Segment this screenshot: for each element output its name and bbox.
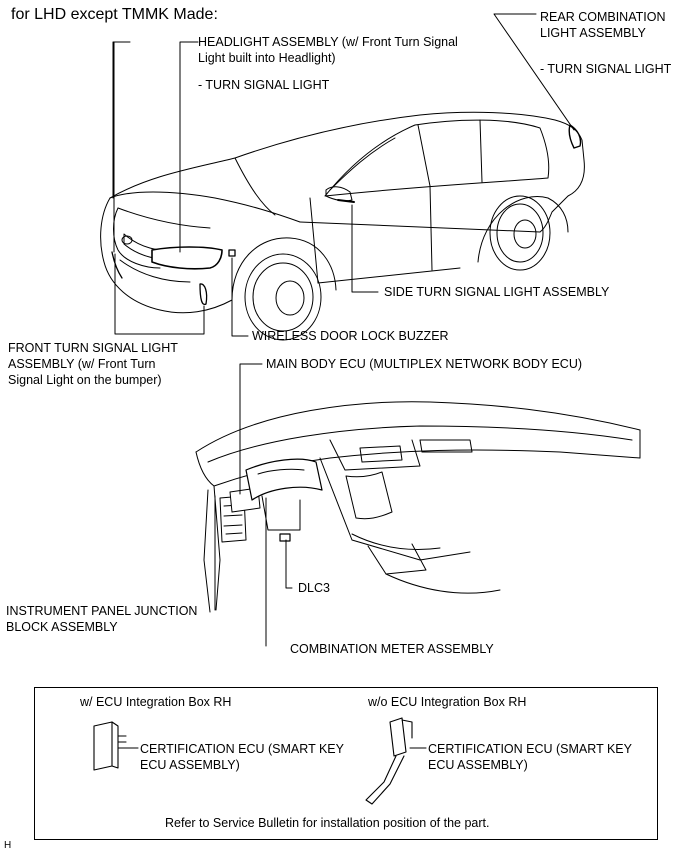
label-combination-meter: COMBINATION METER ASSEMBLY bbox=[290, 642, 494, 656]
label-headlight-sub: - TURN SIGNAL LIGHT bbox=[198, 78, 330, 92]
box-header-without: w/o ECU Integration Box RH bbox=[368, 695, 527, 709]
label-front-turn: FRONT TURN SIGNAL LIGHT ASSEMBLY (w/ Fro… bbox=[8, 341, 178, 387]
diagram-title: for LHD except TMMK Made: bbox=[11, 6, 218, 23]
label-side-turn: SIDE TURN SIGNAL LIGHT ASSEMBLY bbox=[384, 285, 610, 299]
label-main-body-ecu: MAIN BODY ECU (MULTIPLEX NETWORK BODY EC… bbox=[266, 357, 583, 371]
corner-mark: H bbox=[4, 840, 12, 851]
label-ip-junction: INSTRUMENT PANEL JUNCTION BLOCK ASSEMBLY bbox=[6, 604, 198, 634]
label-cert-without: CERTIFICATION ECU (SMART KEY ECU ASSEMBL… bbox=[428, 742, 632, 772]
label-cert-with: CERTIFICATION ECU (SMART KEY ECU ASSEMBL… bbox=[140, 742, 344, 772]
car-drawing bbox=[100, 111, 585, 341]
certification-ecu-icons bbox=[93, 717, 427, 805]
label-dlc3: DLC3 bbox=[298, 581, 330, 595]
label-rear-combination: REAR COMBINATION LIGHT ASSEMBLY bbox=[540, 10, 666, 40]
box-note: Refer to Service Bulletin for installati… bbox=[165, 816, 490, 830]
certification-ecu-box bbox=[34, 687, 658, 840]
dashboard-drawing bbox=[195, 401, 641, 613]
label-wireless-buzzer: WIRELESS DOOR LOCK BUZZER bbox=[252, 329, 449, 343]
box-header-with: w/ ECU Integration Box RH bbox=[80, 695, 232, 709]
label-headlight: HEADLIGHT ASSEMBLY (w/ Front Turn Signal… bbox=[198, 35, 458, 65]
label-rear-sub: - TURN SIGNAL LIGHT bbox=[540, 62, 672, 76]
